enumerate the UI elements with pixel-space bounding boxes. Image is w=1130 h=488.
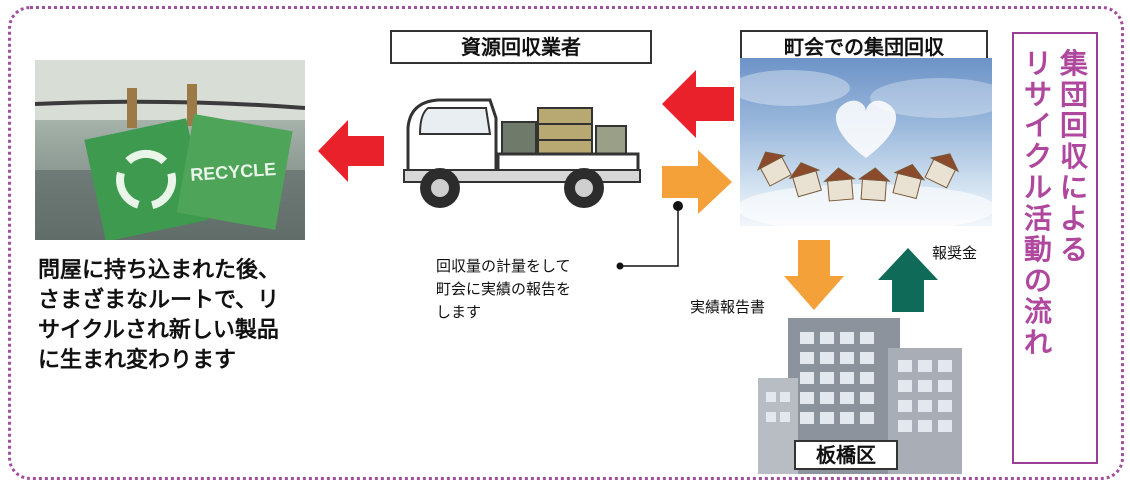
ward-label: 板橋区 xyxy=(794,440,898,470)
side-title-line-1: 集団回収による xyxy=(1059,47,1088,266)
wholesaler-line-2: さまざまなルートで、リ xyxy=(38,288,280,313)
measurement-line-1: 回収量の計量をして xyxy=(436,257,571,275)
note-leader-line xyxy=(616,201,683,270)
report-label: 実績報告書 xyxy=(690,298,766,316)
wholesaler-line-4: に生まれ変わります xyxy=(38,348,237,373)
measurement-line-3: します xyxy=(436,303,482,321)
wholesaler-line-3: サイクルされ新しい製品 xyxy=(38,318,279,343)
heart-cloud-houses-illustration xyxy=(740,70,992,226)
orange-arrow-to-neighborhood xyxy=(662,150,732,214)
red-arrow-to-wholesaler xyxy=(318,120,384,182)
dealer-label: 資源回収業者 xyxy=(390,30,652,64)
wholesaler-line-1: 問屋に持ち込まれた後、 xyxy=(38,258,281,283)
red-arrow-to-dealer xyxy=(662,70,734,138)
dotted-frame xyxy=(8,6,1124,480)
truck-illustration xyxy=(403,98,641,208)
side-title-box: 集団回収による リサイクル活動の流れ xyxy=(1012,32,1098,464)
green-arrow-to-neighborhood xyxy=(878,248,938,312)
houses-sky-photo xyxy=(740,58,992,226)
recycle-tags-illustration: RECYCLE xyxy=(35,60,305,240)
measurement-note: 回収量の計量をして 町会に実績の報告を します xyxy=(436,255,571,324)
recycle-photo: RECYCLE xyxy=(35,60,305,240)
reward-label: 報奨金 xyxy=(932,244,978,262)
side-title-line-2: リサイクル活動の流れ xyxy=(1023,47,1052,359)
orange-arrow-to-ward xyxy=(784,240,844,310)
wholesaler-description: 問屋に持ち込まれた後、 さまざまなルートで、リ サイクルされ新しい製品 に生まれ… xyxy=(38,256,280,376)
measurement-line-2: 町会に実績の報告を xyxy=(436,280,572,298)
